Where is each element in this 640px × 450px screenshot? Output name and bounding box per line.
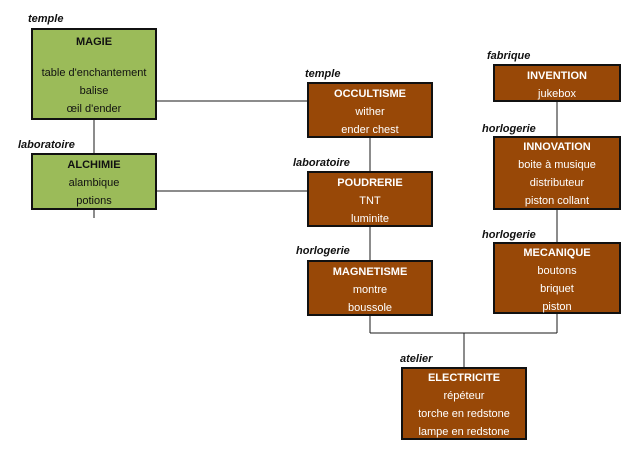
- tag-innovation: horlogerie: [482, 123, 536, 135]
- node-magnetisme-item: boussole: [347, 302, 393, 314]
- tag-mecanique: horlogerie: [482, 229, 536, 241]
- tag-magnetisme: horlogerie: [296, 245, 350, 257]
- node-alchimie: ALCHIMIE alambique potions: [31, 153, 157, 210]
- node-electricite-title: ELECTRICITE: [427, 372, 501, 384]
- node-electricite-item: torche en redstone: [418, 408, 510, 420]
- node-poudrerie-item: luminite: [351, 213, 389, 225]
- node-invention-item: jukebox: [538, 88, 576, 100]
- node-invention: INVENTION jukebox: [493, 64, 621, 102]
- node-electricite-item: lampe en redstone: [418, 426, 510, 438]
- node-occultisme-title: OCCULTISME: [334, 88, 406, 100]
- tag-invention: fabrique: [487, 50, 531, 62]
- node-innovation-item: distributeur: [529, 177, 585, 189]
- node-mecanique-title: MECANIQUE: [523, 247, 591, 259]
- node-poudrerie: POUDRERIE TNT luminite: [307, 171, 433, 227]
- node-mecanique-item: briquet: [540, 283, 574, 295]
- node-occultisme-item: wither: [355, 106, 385, 118]
- node-magie-title: MAGIE: [75, 36, 113, 48]
- node-magie: MAGIE table d'enchantement balise œil d'…: [31, 28, 157, 120]
- node-magnetisme-item: montre: [352, 284, 388, 296]
- node-magie-item: table d'enchantement: [41, 67, 147, 79]
- node-occultisme: OCCULTISME wither ender chest: [307, 82, 433, 138]
- node-mecanique-item: piston: [542, 301, 572, 313]
- tag-occultisme: temple: [305, 68, 341, 80]
- node-invention-title: INVENTION: [527, 70, 587, 82]
- tag-magie: temple: [28, 13, 64, 25]
- node-innovation-item: piston collant: [524, 195, 590, 207]
- node-magie-item: œil d'ender: [66, 103, 122, 115]
- node-mecanique: MECANIQUE boutons briquet piston: [493, 242, 621, 314]
- node-alchimie-item: alambique: [68, 177, 120, 189]
- node-innovation-title: INNOVATION: [523, 141, 591, 153]
- tag-poudrerie: laboratoire: [293, 157, 350, 169]
- node-innovation-item: boite à musique: [518, 159, 596, 171]
- node-innovation: INNOVATION boite à musique distributeur …: [493, 136, 621, 210]
- node-magie-item: balise: [79, 85, 109, 97]
- node-magnetisme: MAGNETISME montre boussole: [307, 260, 433, 316]
- node-occultisme-item: ender chest: [341, 124, 399, 136]
- node-electricite: ELECTRICITE répéteur torche en redstone …: [401, 367, 527, 440]
- node-alchimie-title: ALCHIMIE: [67, 159, 121, 171]
- node-alchimie-item: potions: [76, 195, 112, 207]
- node-magnetisme-title: MAGNETISME: [332, 266, 408, 278]
- node-mecanique-item: boutons: [537, 265, 577, 277]
- node-poudrerie-title: POUDRERIE: [337, 177, 403, 189]
- node-electricite-item: répéteur: [443, 390, 485, 402]
- tag-electricite: atelier: [400, 353, 433, 365]
- tag-alchimie: laboratoire: [18, 139, 75, 151]
- node-poudrerie-item: TNT: [359, 195, 381, 207]
